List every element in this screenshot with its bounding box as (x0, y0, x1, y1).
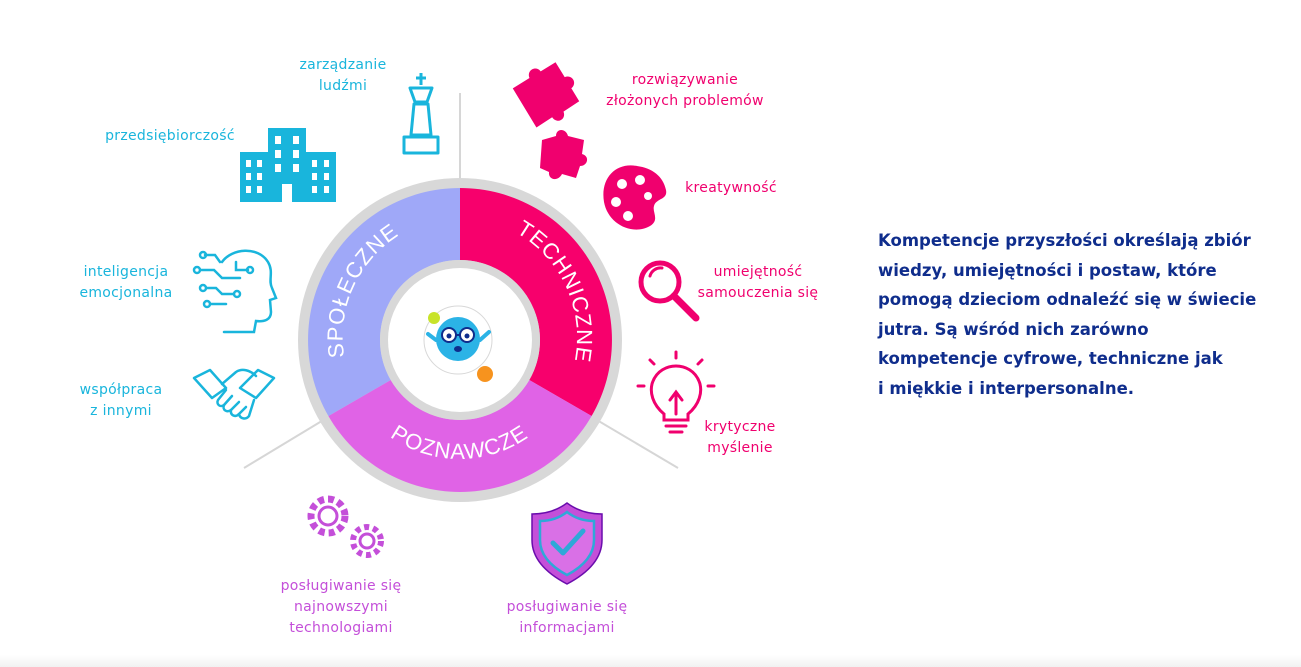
ai-head-icon (192, 249, 278, 334)
lightbulb-icon (636, 350, 716, 434)
skill-label-creativity: kreatywność (685, 180, 777, 196)
handshake-icon (192, 368, 276, 420)
skill-label-management: zarządzanie ludźmi (299, 57, 387, 94)
puzzle-icon (512, 62, 588, 180)
bottom-fade (0, 655, 1301, 667)
description-text: Kompetencje przyszłości określają zbiór … (878, 231, 1257, 398)
segment-technical (460, 188, 612, 416)
skill-label-information: posługiwanie się informacjami (506, 599, 628, 636)
skill-label-entrepreneurship: przedsiębiorczość (105, 128, 235, 144)
skill-label-critical-thinking: krytyczne myślenie (704, 419, 776, 456)
shield-check-icon (531, 502, 603, 585)
chess-king-icon (402, 73, 440, 155)
magnifier-icon (638, 260, 700, 322)
paint-palette-icon (603, 165, 667, 230)
skill-label-emotional-intelligence: inteligencja emocjonalna (79, 264, 173, 301)
skill-label-new-technologies: posługiwanie się najnowszymi technologia… (280, 578, 402, 636)
office-buildings-icon (240, 128, 336, 202)
segment-social (308, 188, 460, 416)
mascot-icon (423, 305, 493, 382)
description-block: Kompetencje przyszłości określają zbiór … (878, 226, 1288, 403)
skill-label-problem-solving: rozwiązywanie złożonych problemów (606, 72, 764, 109)
skill-label-self-learning: umiejętność samouczenia się (697, 264, 819, 301)
segment-cognitive (328, 380, 592, 492)
gears-icon (307, 495, 384, 558)
skill-label-cooperation: współpraca z innymi (79, 382, 163, 419)
